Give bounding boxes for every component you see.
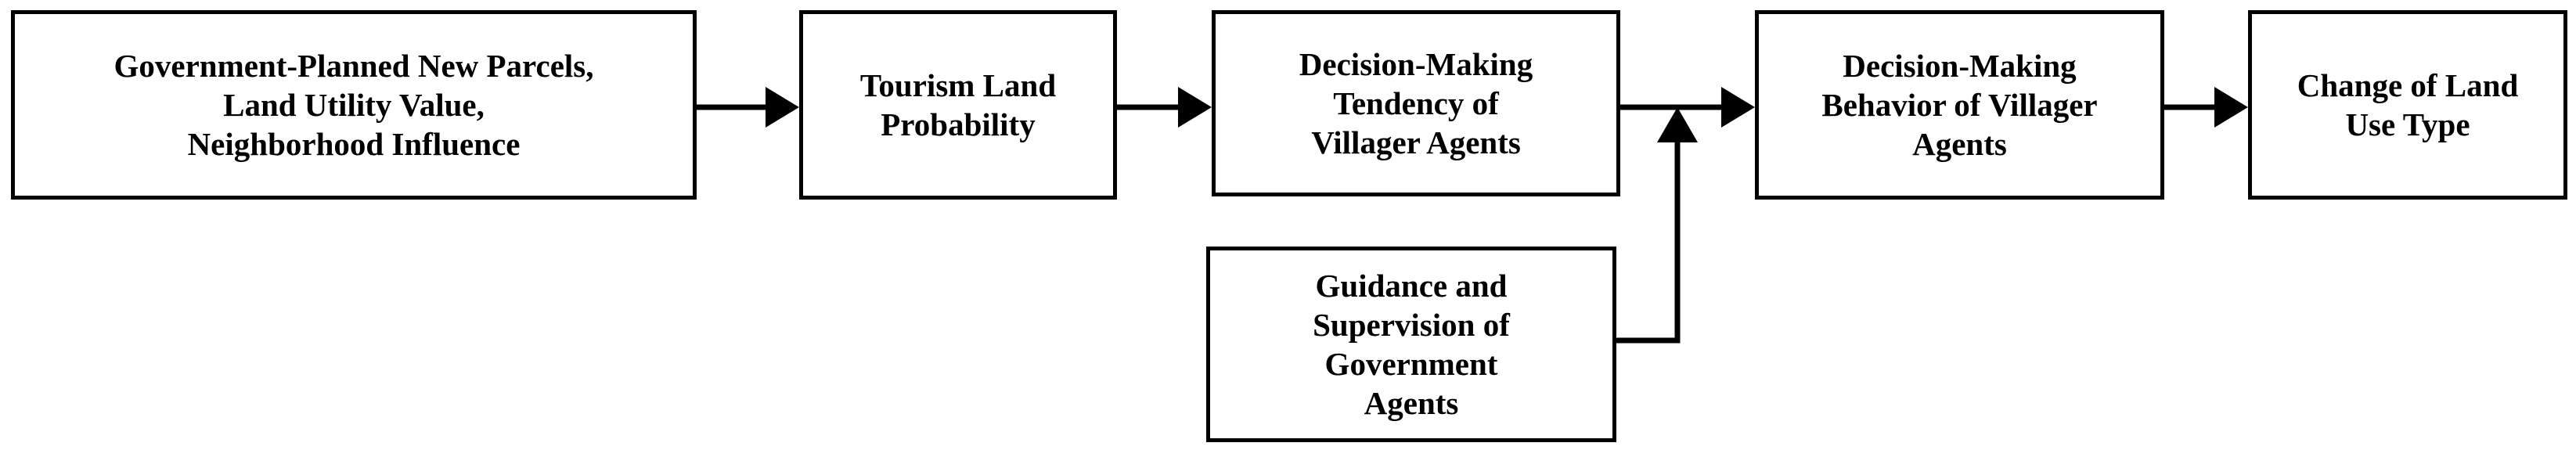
edge-inputs-to-tourism (697, 87, 799, 128)
edge-behavior-to-landuse (2164, 87, 2248, 128)
edge-tourism-to-tendency (1117, 87, 1212, 128)
edge-tendency-to-behavior (1620, 87, 1755, 128)
node-decision-tendency[interactable]: Decision-Making Tendency of Villager Age… (1212, 10, 1620, 196)
edge-government-to-junction (1616, 107, 1698, 344)
node-land-use-change[interactable]: Change of Land Use Type (2248, 10, 2567, 200)
node-decision-behavior[interactable]: Decision-Making Behavior of Villager Age… (1755, 10, 2164, 200)
node-inputs[interactable]: Government-Planned New Parcels, Land Uti… (11, 10, 697, 200)
node-government-supervision[interactable]: Guidance and Supervision of Government A… (1206, 247, 1616, 442)
node-tourism-land-probability[interactable]: Tourism Land Probability (799, 10, 1117, 200)
